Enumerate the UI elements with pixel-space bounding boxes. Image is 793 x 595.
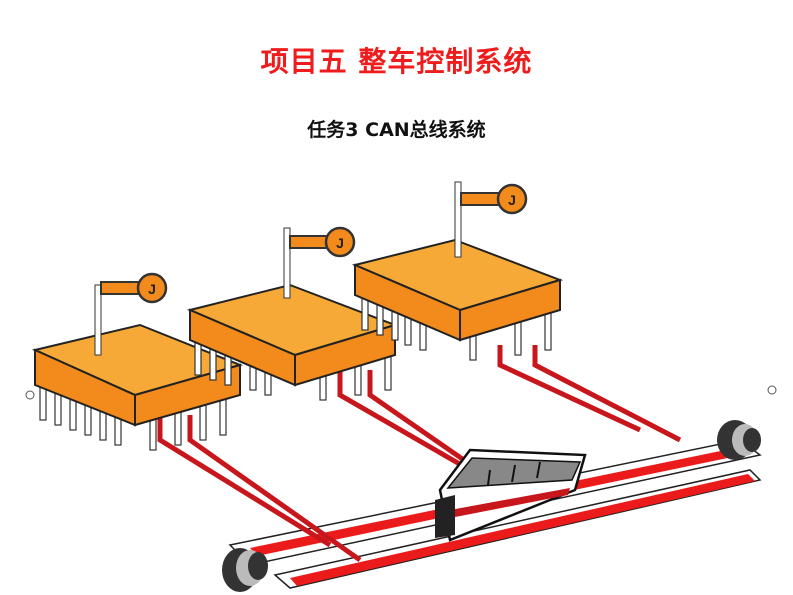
bus-icon xyxy=(435,448,587,542)
svg-text:J: J xyxy=(508,192,516,208)
signal-wires xyxy=(157,345,682,563)
coil-left-icon xyxy=(222,548,268,592)
ecu-chip-1: J xyxy=(31,272,244,451)
slide-subtitle: 任务3 CAN总线系统 xyxy=(307,119,486,141)
ecu-chip-2: J xyxy=(186,226,399,401)
dot-icon xyxy=(767,385,777,395)
svg-text:J: J xyxy=(336,235,344,251)
svg-text:J: J xyxy=(148,281,156,297)
ecu-chip-3: J xyxy=(351,181,564,361)
can-bus-illustration: J J J xyxy=(25,181,777,592)
coil-right-icon xyxy=(717,420,761,460)
slide-title: 项目五 整车控制系统 xyxy=(260,45,533,78)
dot-icon xyxy=(25,390,35,400)
